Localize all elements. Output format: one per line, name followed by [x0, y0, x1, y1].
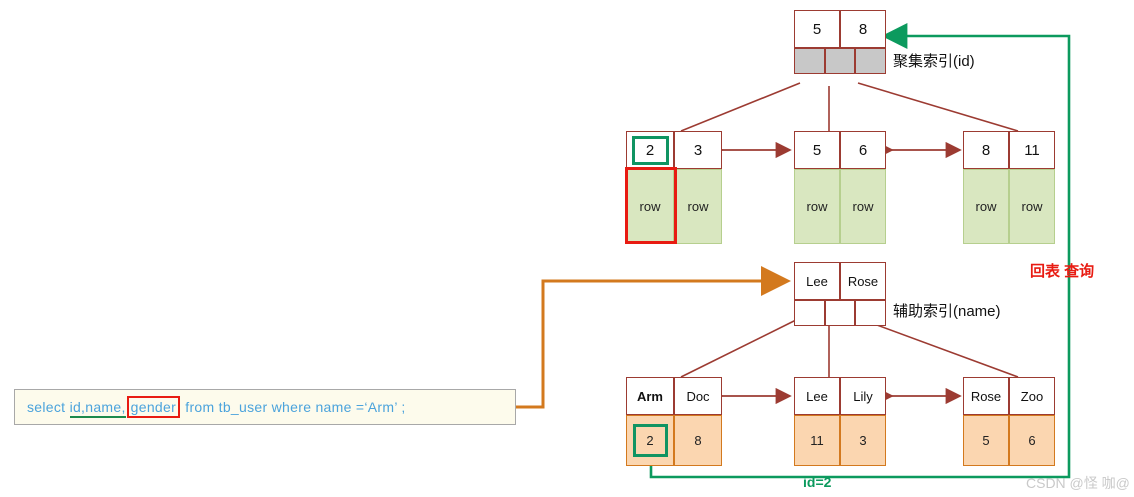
secondary-root-pointer-1: [825, 300, 855, 326]
sql-callout-box[interactable]: select id,name,gender from tb_user where…: [14, 389, 516, 425]
clustered-leaf-node-2[interactable]: 8 11 row row: [963, 131, 1055, 244]
secondary-root-key-1: Rose: [840, 262, 886, 300]
clustered-root-keys: 5 8: [794, 10, 886, 48]
secondary-leaf-1-id-0: 11: [794, 415, 840, 466]
clustered-row-highlight: [625, 167, 677, 244]
clustered-leaf-node-1[interactable]: 5 6 row row: [794, 131, 886, 244]
clustered-leaf-2-key-0: 8: [963, 131, 1009, 169]
id-equals-label: id=2: [803, 474, 832, 490]
clustered-tree-edges: [680, 82, 1019, 132]
clustered-leaf-0-row-1: row: [674, 169, 722, 244]
clustered-root-pointer-2: [855, 48, 886, 74]
secondary-leaf-0-keys: Arm Doc: [626, 377, 722, 415]
clustered-root-pointer-1: [825, 48, 855, 74]
sql-covered-columns: id,name,: [69, 399, 126, 418]
clustered-leaf-1-key-0: 5: [794, 131, 840, 169]
clustered-leaf-0-key-1: 3: [674, 131, 722, 169]
secondary-leaf-0-key-0: Arm: [626, 377, 674, 415]
secondary-tree-edges: [680, 317, 1019, 378]
clustered-leaf-1-data: row row: [794, 169, 886, 244]
secondary-index-label: 辅助索引(name): [893, 303, 1001, 320]
secondary-leaf-2-id-1: 6: [1009, 415, 1055, 466]
secondary-leaf-2-keys: Rose Zoo: [963, 377, 1055, 415]
secondary-root-keys: Lee Rose: [794, 262, 886, 300]
secondary-leaf-2-key-0: Rose: [963, 377, 1009, 415]
back-to-table-label: 回表 查询: [1030, 263, 1095, 280]
secondary-leaf-2-id-0: 5: [963, 415, 1009, 466]
secondary-leaf-0-key-1: Doc: [674, 377, 722, 415]
clustered-root-key-1: 8: [840, 10, 886, 48]
clustered-leaf-2-key-1: 11: [1009, 131, 1055, 169]
secondary-root-pointer-2: [855, 300, 886, 326]
secondary-root-pointer-0: [794, 300, 825, 326]
secondary-root-node[interactable]: Lee Rose: [794, 262, 886, 326]
clustered-key-2-highlight: [632, 136, 669, 165]
clustered-root-pointers: [794, 48, 886, 74]
clustered-leaf-1-row-1: row: [840, 169, 886, 244]
sql-statement: select id,name,gender from tb_user where…: [27, 396, 406, 418]
secondary-leaf-1-keys: Lee Lily: [794, 377, 886, 415]
clustered-leaf-1-row-0: row: [794, 169, 840, 244]
secondary-root-pointers: [794, 300, 886, 326]
secondary-leaf-2-key-1: Zoo: [1009, 377, 1055, 415]
secondary-leaf-0-id-1: 8: [674, 415, 722, 466]
clustered-leaf-2-data: row row: [963, 169, 1055, 244]
clustered-leaf-2-keys: 8 11: [963, 131, 1055, 169]
sql-select-keyword: select: [27, 399, 70, 415]
clustered-index-label: 聚集索引(id): [893, 53, 975, 70]
clustered-leaf-1-keys: 5 6: [794, 131, 886, 169]
secondary-leaf-2-data: 5 6: [963, 415, 1055, 466]
sql-gender-column: gender: [126, 396, 181, 418]
secondary-leaf-1-key-1: Lily: [840, 377, 886, 415]
secondary-leaf-node-2[interactable]: Rose Zoo 5 6: [963, 377, 1055, 466]
clustered-root-pointer-0: [794, 48, 825, 74]
clustered-root-key-0: 5: [794, 10, 840, 48]
secondary-id-2-highlight: [633, 424, 668, 457]
secondary-leaf-node-1[interactable]: Lee Lily 11 3: [794, 377, 886, 466]
secondary-leaf-1-key-0: Lee: [794, 377, 840, 415]
clustered-leaf-1-key-1: 6: [840, 131, 886, 169]
clustered-root-node[interactable]: 5 8: [794, 10, 886, 74]
clustered-leaf-2-row-1: row: [1009, 169, 1055, 244]
secondary-root-key-0: Lee: [794, 262, 840, 300]
sql-from-where-clause: from tb_user where name =‘Arm’ ;: [181, 399, 406, 415]
csdn-watermark: CSDN @怪 咖@: [1026, 475, 1130, 491]
secondary-leaf-1-data: 11 3: [794, 415, 886, 466]
secondary-leaf-1-id-1: 3: [840, 415, 886, 466]
clustered-leaf-2-row-0: row: [963, 169, 1009, 244]
